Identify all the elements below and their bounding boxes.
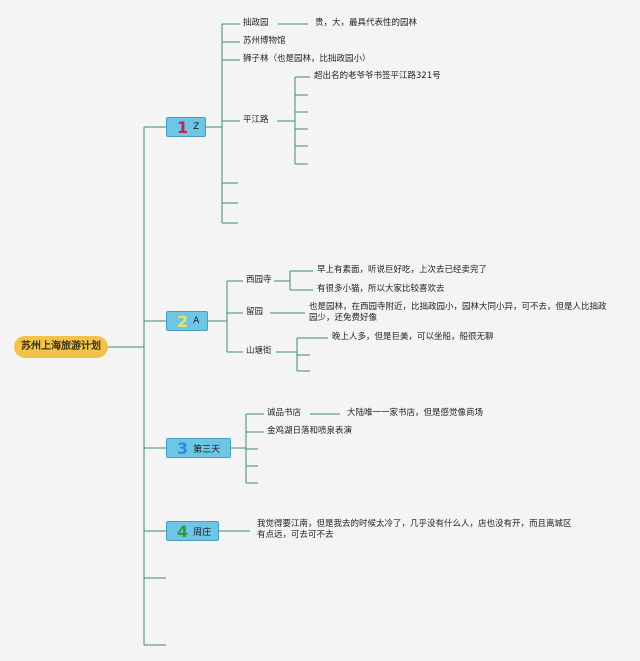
- day-3-node[interactable]: 3 第三天: [166, 438, 231, 458]
- day-1-node[interactable]: 1 Z: [166, 117, 206, 137]
- node-shizilin[interactable]: 狮子林（也是园林，比拙政园小）: [243, 54, 371, 64]
- note-zhuozheng: 贵，大，最具代表性的园林: [315, 18, 418, 28]
- node-eslite[interactable]: 诚品书店: [267, 408, 302, 418]
- day-4-label: 周庄: [193, 527, 212, 538]
- node-zhuozheng[interactable]: 拙政园: [243, 18, 269, 28]
- note-liuyuan: 也是园林，在西园寺附近，比拙政园小，园林大同小异，可不去，但是人比拙政园少，还免…: [309, 302, 607, 323]
- day-1-label: Z: [193, 122, 200, 132]
- day-3-number: 3: [177, 438, 189, 458]
- note-eslite: 大陆唯一一家书店，但是感觉像商场: [347, 408, 484, 418]
- note-shantang: 晚上人多，但是巨美，可以坐船，船很无聊: [332, 332, 494, 342]
- day-3-label: 第三天: [193, 444, 221, 455]
- note-xiyuan-2: 有很多小猫，所以大家比较喜欢去: [317, 284, 445, 294]
- day-2-node[interactable]: 2 A: [166, 311, 208, 331]
- node-xiyuan[interactable]: 西园寺: [246, 275, 272, 285]
- node-shantang[interactable]: 山塘街: [246, 346, 272, 356]
- note-xiyuan-1: 早上有素面，听说巨好吃，上次去已经卖完了: [317, 265, 488, 275]
- node-liuyuan[interactable]: 留园: [246, 307, 264, 317]
- note-pingjiang: 超出名的老爷爷书签平江路321号: [314, 71, 441, 81]
- node-jinji[interactable]: 金鸡湖日落和喷泉表演: [267, 426, 353, 436]
- day-2-label: A: [193, 316, 200, 326]
- day-4-number: 4: [177, 521, 189, 541]
- day-2-number: 2: [177, 311, 189, 331]
- node-museum[interactable]: 苏州博物馆: [243, 36, 286, 46]
- node-pingjiang[interactable]: 平江路: [243, 115, 269, 125]
- day-4-node[interactable]: 4 周庄: [166, 521, 219, 541]
- day-1-number: 1: [177, 117, 189, 137]
- root-node[interactable]: 苏州上海旅游计划: [14, 336, 108, 358]
- note-zhouzhuang: 我觉得要江南，但是我去的时候太冷了，几乎没有什么人，店也没有开，而且离城区有点远…: [257, 519, 572, 540]
